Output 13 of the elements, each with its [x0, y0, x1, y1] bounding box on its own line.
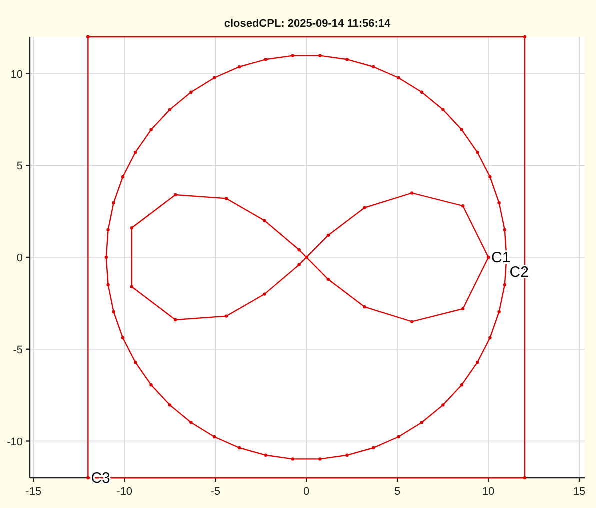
y-tick-label: 10	[10, 68, 23, 81]
y-tick-label: 0	[16, 252, 23, 264]
x-tick-label: 10	[482, 486, 495, 498]
y-tick-label: -5	[13, 344, 23, 356]
chart-title: closedCPL: 2025-09-14 11:56:14	[224, 18, 391, 30]
x-tick-label: 15	[573, 486, 586, 498]
y-tick-label: 5	[16, 160, 23, 173]
x-tick-label: -15	[26, 486, 42, 498]
x-tick-label: -10	[116, 486, 133, 498]
x-tick-label: 5	[394, 486, 401, 498]
y-tick-label: -10	[7, 436, 23, 448]
x-tick-label: -5	[210, 486, 220, 498]
x-tick-label: 0	[304, 486, 310, 498]
